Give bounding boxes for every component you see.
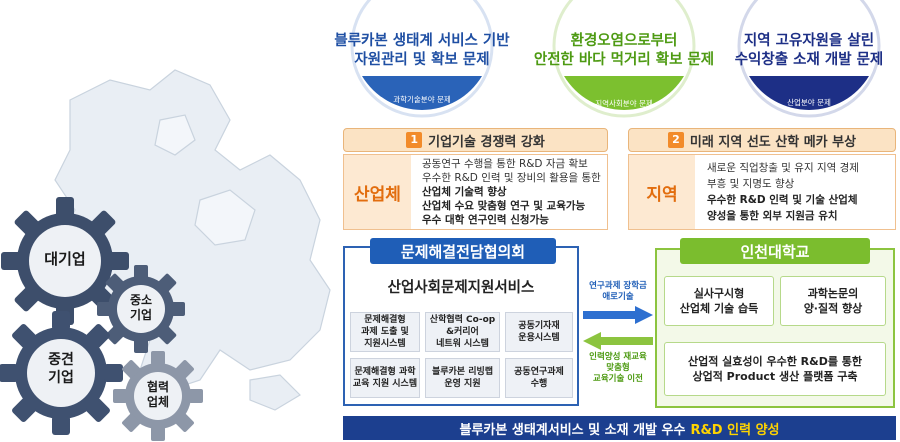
issue-tag-science: 과학기술분야 문제 — [393, 95, 451, 104]
issue-title-industry-1: 지역 고유자원을 살린 — [743, 33, 875, 49]
goal-side-label-region: 지역 — [629, 155, 695, 229]
goal-line: 우수한 R&D 인력 및 장비의 활용을 통한 — [422, 172, 601, 184]
goal-title-2: 미래 지역 선도 산학 메카 부상 — [689, 134, 857, 150]
service-cell: 문제해결형 과제 도출 및 지원시스템 — [350, 312, 420, 352]
arrow-right-icon — [583, 306, 653, 324]
issue-title-community-1: 환경오염으로부터 — [570, 33, 678, 49]
goal-box-region: 지역 새로운 직업창출 및 유지 지역 경제 부흥 및 지명도 향상 우수한 R… — [628, 154, 896, 230]
university-cell: 산업적 실효성이 우수한 R&D를 통한 상업적 Product 생산 플랫폼 … — [664, 342, 886, 396]
goal-number-2: 2 — [667, 132, 684, 148]
banner-highlight: R&D 인력 양성 — [690, 422, 780, 438]
gear-label-small-medium-company: 중소 기업 — [129, 293, 153, 322]
goal-line: 부흥 및 지명도 향상 — [707, 178, 795, 190]
arrow-label-to-council: 인력양성 재교육 맞춤형 교육기술 이전 — [589, 352, 647, 384]
issue-title-community-2: 안전한 바다 먹거리 확보 문제 — [533, 52, 715, 68]
issue-title-industry-2: 수익창출 소재 개발 문제 — [734, 52, 884, 68]
bottom-banner: 블루카본 생태계서비스 및 소재 개발 우수 R&D 인력 양성 — [343, 416, 896, 440]
goal-line: 우수한 R&D 인력 및 기술 산업체 — [707, 194, 858, 206]
issue-ring-industry — [737, 0, 881, 118]
goal-line: 산업체 기술력 향상 — [422, 186, 507, 198]
service-cell: 공동기자재 운용시스템 — [505, 312, 573, 352]
issue-ring-community — [552, 0, 696, 118]
goal-line: 새로운 직업창출 및 유지 지역 경제 — [707, 162, 859, 174]
issue-tag-community: 지역사회분야 문제 — [595, 99, 653, 108]
goal-line: 산업체 수요 맞춤형 연구 및 교육가능 — [422, 200, 586, 212]
issue-title-science-2: 자원관리 및 확보 문제 — [354, 52, 490, 68]
goal-line: 공동연구 수행을 통한 R&D 자금 확보 — [422, 158, 588, 170]
gear-label-partner-company: 협력 업체 — [146, 380, 170, 409]
goal-header-regional-hub: 2 미래 지역 선도 산학 메카 부상 — [628, 128, 896, 152]
service-cell: 산학협력 Co-op &커리어 네트워 시스템 — [425, 312, 500, 352]
university-cell: 과학논문의 양·질적 향상 — [780, 276, 886, 326]
council-title: 문제해결전담협의회 — [370, 238, 556, 264]
issue-ring-science — [350, 0, 494, 118]
council-subtitle: 산업사회문제지원서비스 — [387, 280, 535, 296]
goal-side-label-industry: 산업체 — [344, 155, 411, 229]
goal-number-1: 1 — [406, 132, 423, 148]
gear-label-mid-size-company: 중견 기업 — [48, 352, 74, 386]
goal-title-1: 기업기술 경쟁력 강화 — [428, 134, 545, 150]
goal-line: 우수 대학 연구인력 신청가능 — [422, 214, 549, 226]
goal-box-industry: 산업체 공동연구 수행을 통한 R&D 자금 확보 우수한 R&D 인력 및 장… — [343, 154, 608, 230]
service-cell: 공동연구과제 수행 — [505, 358, 573, 398]
issue-tag-industry: 산업분야 문제 — [787, 98, 831, 107]
arrow-label-to-university: 연구과제 장학금 애로기술 — [589, 281, 647, 302]
university-title: 인천대학교 — [680, 238, 870, 264]
university-cell: 실사구시형 산업체 기술 습득 — [664, 276, 774, 326]
goal-header-company-competitiveness: 1 기업기술 경쟁력 강화 — [343, 128, 608, 152]
gear-middle-icon — [0, 311, 123, 435]
service-cell: 문제해결형 과학 교육 지원 시스템 — [350, 358, 420, 398]
issue-title-science-1: 블루카본 생태계 서비스 기반 — [334, 33, 510, 49]
gear-label-large-company: 대기업 — [44, 250, 86, 268]
goal-line: 양성을 통한 외부 지원금 유치 — [707, 210, 838, 222]
banner-text: 블루카본 생태계서비스 및 소재 개발 우수 — [459, 422, 686, 438]
gear-medium-icon — [97, 265, 185, 353]
service-cell: 블루카본 리빙랩 운영 지원 — [425, 358, 500, 398]
gear-partner-icon — [113, 351, 203, 441]
arrow-left-icon — [583, 332, 653, 350]
